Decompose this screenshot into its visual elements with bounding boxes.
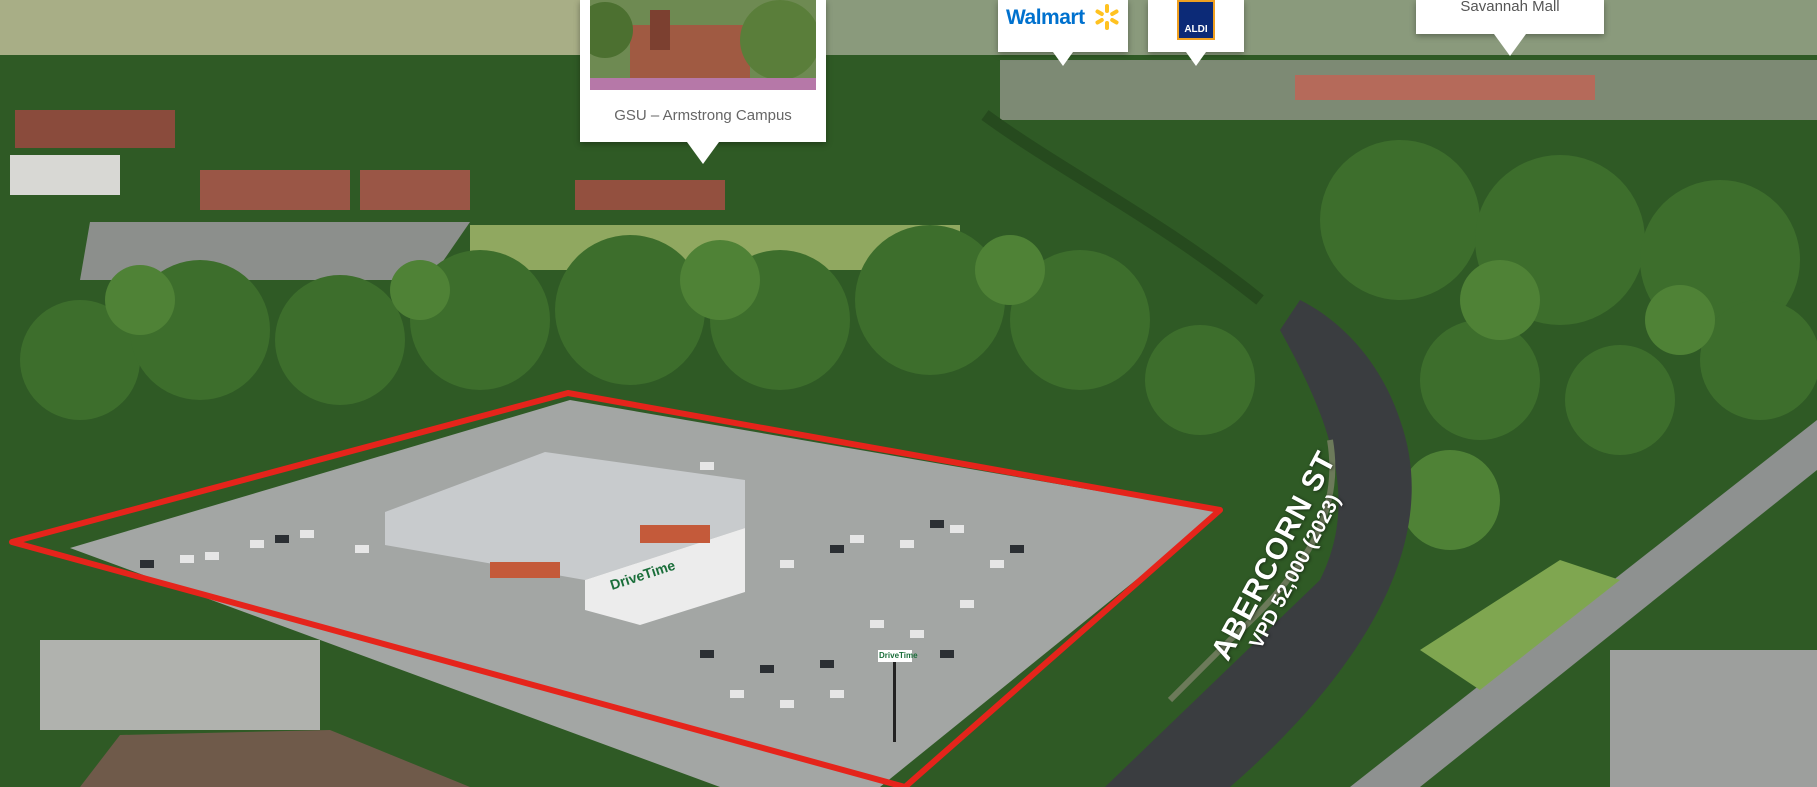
walmart-spark-icon [1095, 4, 1119, 30]
campus-building-4 [575, 180, 725, 210]
aldi-logo-icon: ALDI [1177, 0, 1215, 40]
pylon-pole [893, 662, 896, 742]
walmart-callout: Walmart [998, 0, 1128, 66]
campus-building-1 [15, 110, 175, 148]
savannah-mall-label: Savannah Mall [1460, 0, 1560, 15]
drivetime-building-front [585, 528, 745, 625]
tree-canopy [20, 140, 1817, 455]
grass-median-right [1420, 560, 1620, 690]
corridor-treeline [981, 110, 1264, 305]
gsu-callout: GSU – Armstrong Campus [580, 0, 826, 164]
drivetime-canopy-2 [640, 525, 710, 543]
aldi-callout: ALDI [1148, 0, 1244, 66]
campus-white-building [10, 155, 120, 195]
site-boundary [9, 390, 1223, 787]
walmart-logo-text: Walmart [1006, 6, 1085, 29]
marsh-field [0, 0, 600, 65]
gsu-label: GSU – Armstrong Campus [614, 107, 792, 124]
road-median [1167, 439, 1336, 703]
neighbor-building-roof [80, 730, 470, 787]
parked-cars [180, 462, 1004, 708]
pylon-sign [878, 650, 912, 662]
aldi-logo-text: ALDI [1184, 24, 1208, 35]
neighbor-lot [40, 640, 320, 730]
drivetime-canopy [490, 562, 560, 578]
drivetime-building-roof [385, 452, 745, 580]
campus-building-3 [360, 170, 470, 210]
gsu-campus-photo [590, 0, 816, 90]
campus-building-2 [200, 170, 350, 210]
right-parking [1610, 650, 1817, 787]
pylon-sign-text: DriveTime [879, 651, 918, 660]
abercorn-street [1105, 300, 1412, 787]
parked-cars-dark [140, 520, 1024, 673]
tree-canopy-light [105, 235, 1715, 550]
savannah-mall-callout: Savannah Mall [1416, 0, 1604, 56]
mall-building [1295, 75, 1595, 100]
